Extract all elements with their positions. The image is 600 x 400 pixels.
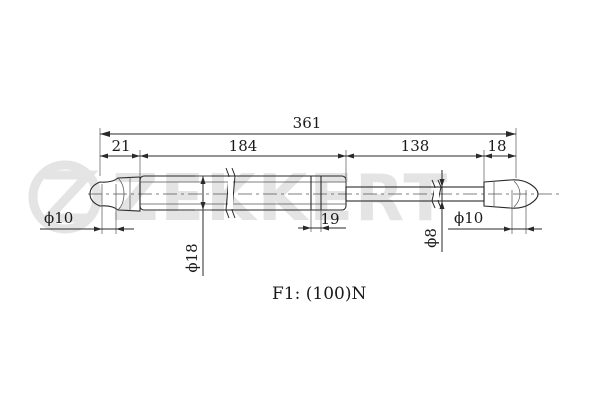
dim-right-end-length: 18 <box>487 137 506 155</box>
left-end-fitting <box>89 176 141 212</box>
dim-rod-length: 138 <box>401 137 430 155</box>
dim-rod-diameter: ϕ8 <box>422 228 440 248</box>
dimension-ring-width: 19 <box>298 210 346 232</box>
dim-left-end-length: 21 <box>111 137 130 155</box>
dim-overall-length: 361 <box>293 114 322 132</box>
dimension-body-diameter: ϕ18 <box>183 175 211 276</box>
dim-body-diameter: ϕ18 <box>183 243 201 272</box>
dimension-segments: 21 184 138 18 <box>100 137 516 187</box>
dim-ring-width: 19 <box>320 210 339 228</box>
dim-body-length: 184 <box>229 137 258 155</box>
cylinder-body <box>139 167 347 219</box>
dimension-right-eye-diameter: ϕ10 <box>448 190 542 234</box>
dimension-rod-diameter: ϕ8 <box>422 170 445 252</box>
logo-brand-text: ZEKKERT <box>112 162 449 236</box>
dimension-left-eye-diameter: ϕ10 <box>40 184 134 234</box>
dimension-overall: 361 <box>99 114 517 178</box>
dim-right-eye-diameter: ϕ10 <box>454 209 483 227</box>
zekkert-logo-watermark: ZEKKERT <box>28 160 449 236</box>
right-end-fitting <box>483 179 539 209</box>
force-label: F1: (100)N <box>272 284 366 304</box>
dim-left-eye-diameter: ϕ10 <box>44 209 73 227</box>
